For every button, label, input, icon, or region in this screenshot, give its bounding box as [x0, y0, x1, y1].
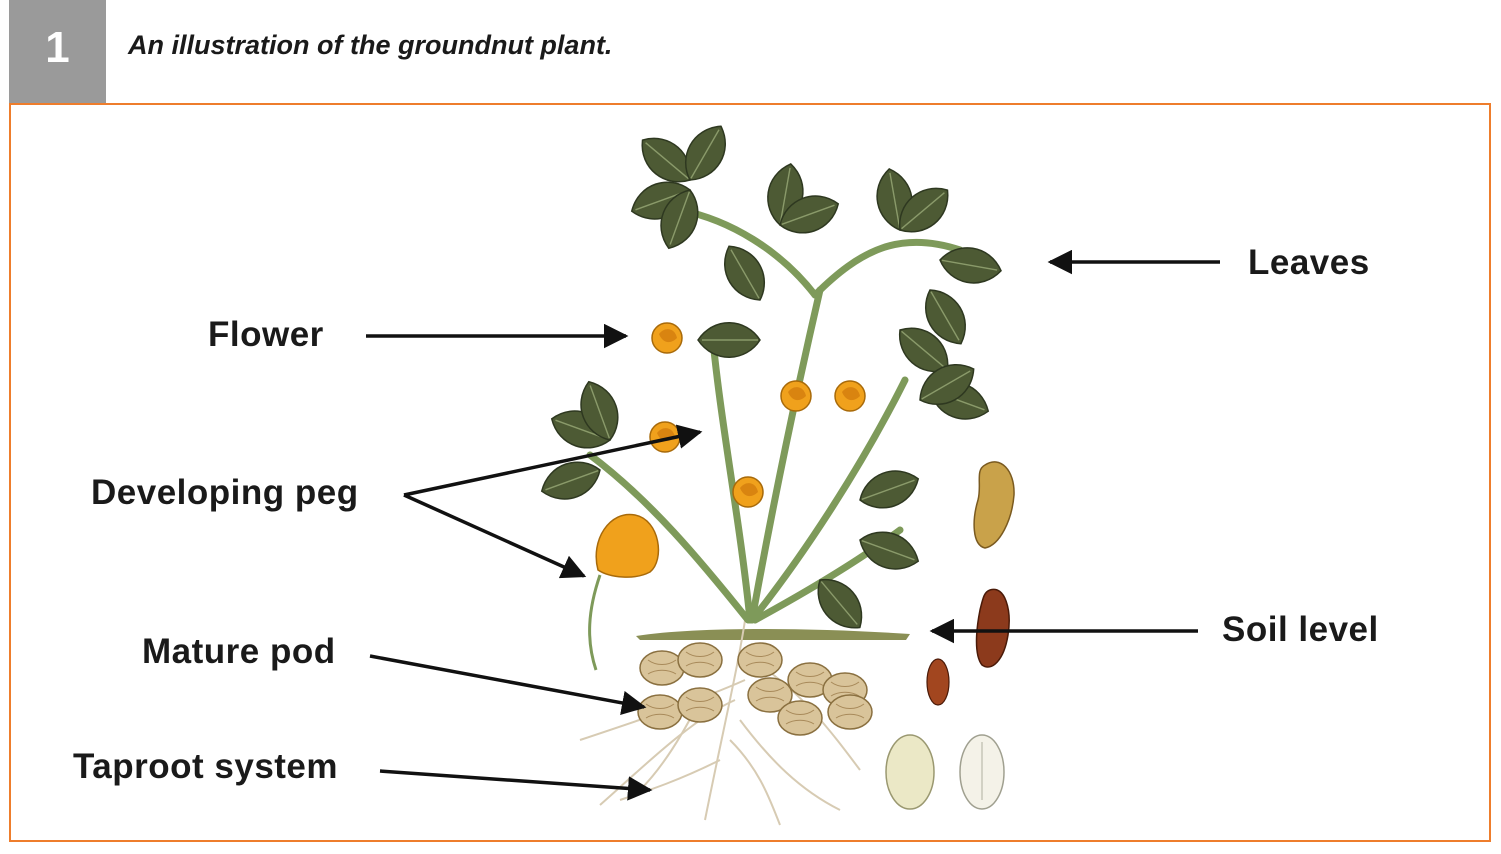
developing-peg-arrow-upper	[403, 424, 703, 497]
label-mature-pod: Mature pod	[142, 632, 336, 671]
mature-pod-arrow	[369, 654, 647, 716]
mature-pods	[637, 642, 873, 736]
seed-specimen-large	[975, 588, 1010, 668]
label-leaves: Leaves	[1248, 243, 1370, 282]
figure-number: 1	[45, 23, 70, 72]
kernel-specimen	[885, 734, 935, 810]
figure-number-box: 1	[9, 0, 106, 104]
kernel-section-specimen	[959, 734, 1005, 810]
label-arrows	[366, 249, 1220, 801]
taproot-system-arrow	[379, 769, 653, 801]
figure-frame	[9, 103, 1491, 842]
label-developing-peg: Developing peg	[91, 473, 359, 512]
detached-flower	[595, 513, 660, 578]
peg-stalk	[588, 574, 602, 671]
pod-specimen	[973, 461, 1015, 549]
flowers	[649, 322, 866, 508]
label-flower: Flower	[208, 315, 324, 354]
soil-strip	[636, 629, 910, 640]
label-taproot-system: Taproot system	[73, 747, 339, 786]
developing-peg-arrow-lower	[403, 493, 587, 579]
label-soil-level: Soil level	[1222, 610, 1379, 649]
seed-specimen-small	[926, 658, 950, 706]
figure-caption: An illustration of the groundnut plant.	[128, 30, 613, 60]
